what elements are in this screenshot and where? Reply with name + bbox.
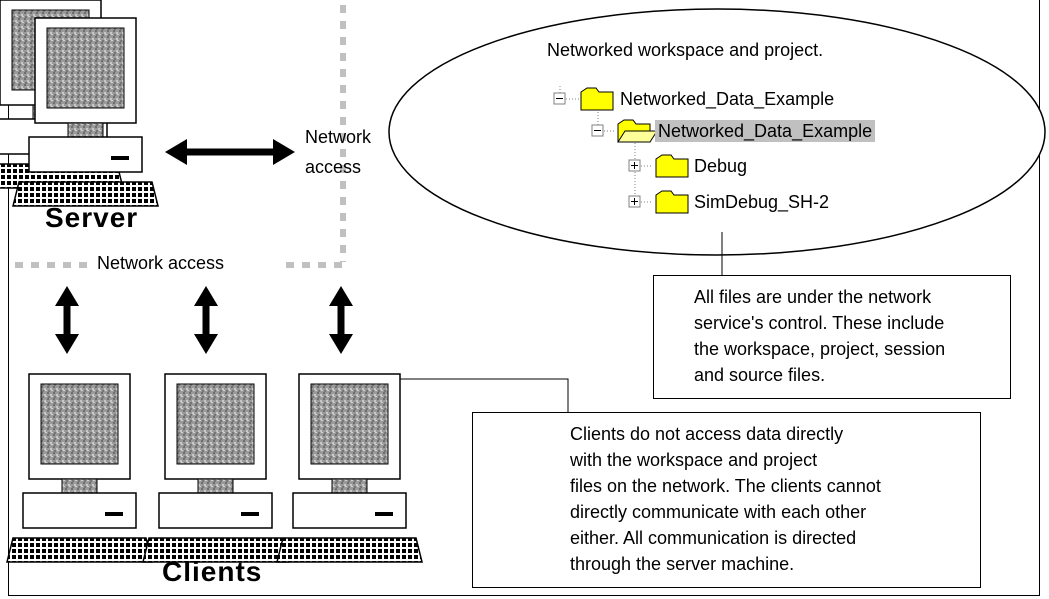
client-arrow-3 [329,286,353,354]
network-access-horizontal-label: Network access [97,253,225,273]
folder-open-icon-project [617,119,658,143]
client-arrow-1 [55,286,79,354]
expand-icon-debug [628,159,641,172]
network-access-line-1: Network [305,127,372,147]
files-note-line: service's control. These include [694,313,945,333]
tree-item-workspace[interactable]: Networked_Data_Example [620,89,835,109]
client-computer-icon-3 [276,373,423,563]
clients-note-line: either. All communication is directed [570,528,857,548]
tree-item-debug[interactable]: Debug [694,156,748,176]
network-access-vertical-label: Network access [305,122,371,182]
expand-icon-simdebug [628,195,641,208]
tree-item-simdebug[interactable]: SimDebug_SH-2 [694,192,830,212]
files-note: All files are under the network service'… [653,275,1011,399]
client-computer-icon-2 [142,373,289,563]
diagram-frame [8,0,1040,596]
clients-note: Clients do not access data directly with… [472,412,981,588]
files-note-line: and source files. [694,365,826,385]
clients-note-line: files on the network. The clients cannot [570,476,881,496]
folder-icon-simdebug [655,190,689,214]
folder-icon-workspace [580,87,614,111]
clients-label: Clients [162,556,263,587]
clients-note-line: with the workspace and project [570,450,818,470]
connector-clients-note [400,378,569,412]
collapse-icon-project [591,124,604,137]
collapse-icon-workspace [553,92,566,105]
workspace-title: Networked workspace and project. [547,40,824,60]
clients-note-line: Clients do not access data directly [570,424,844,444]
server-label: Server [45,202,139,233]
server-computer-icon [12,17,159,207]
clients-note-line: directly communicate with each other [570,502,867,522]
client-computer-icon-1 [6,373,153,563]
tree-item-project[interactable]: Networked_Data_Example [655,120,876,142]
server-network-arrow [165,139,295,165]
network-access-line-2: access [305,157,362,177]
client-arrow-2 [194,286,218,354]
folder-icon-debug [655,154,689,178]
clients-note-line: through the server machine. [570,554,795,574]
files-note-line: All files are under the network [694,287,932,307]
files-note-line: the workspace, project, session [694,339,946,359]
